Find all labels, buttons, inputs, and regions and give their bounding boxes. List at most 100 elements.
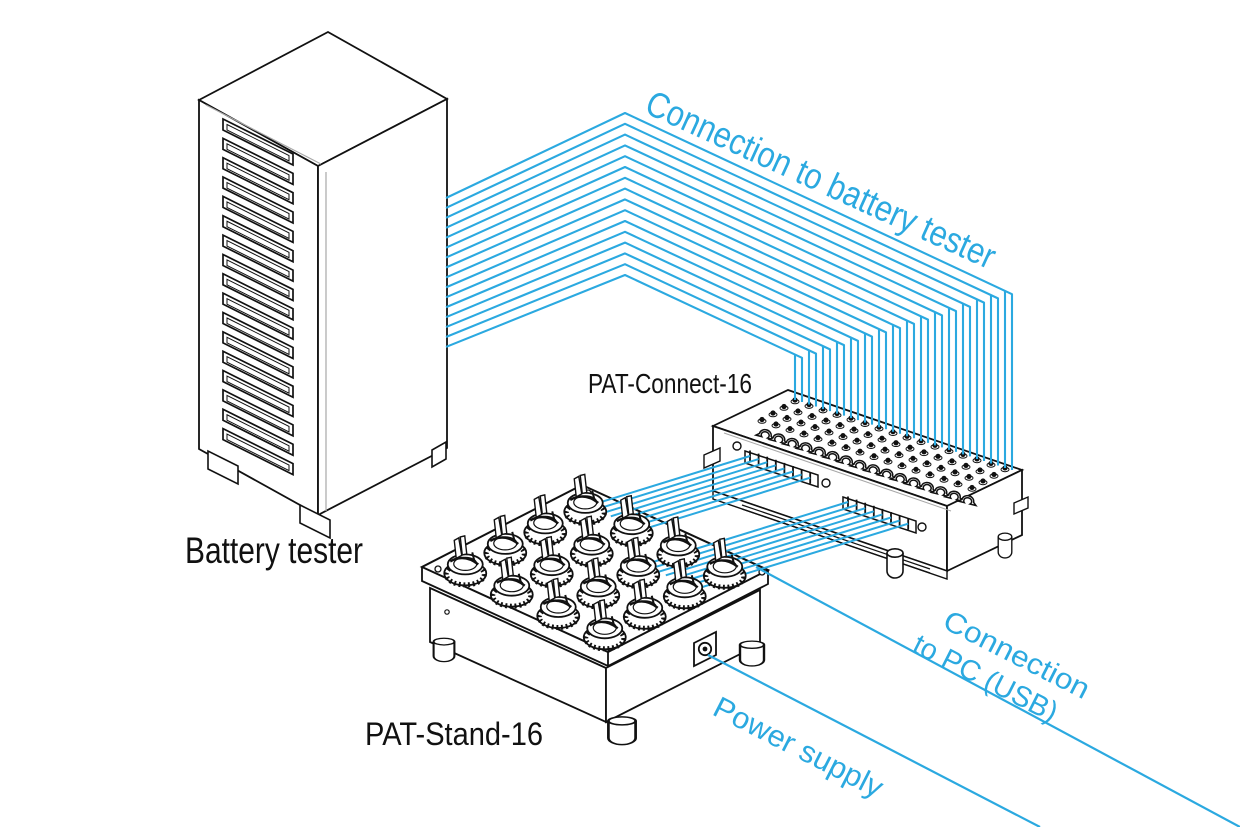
post-cap bbox=[885, 457, 891, 463]
post-cap bbox=[907, 444, 913, 450]
pat-connect-label: PAT-Connect-16 bbox=[588, 368, 752, 399]
post-cap bbox=[773, 421, 779, 427]
rack-slot bbox=[222, 233, 294, 283]
tester-cable bbox=[445, 165, 944, 448]
tester-cable bbox=[445, 263, 818, 407]
post-cap bbox=[924, 460, 930, 466]
rack-slot bbox=[222, 175, 294, 225]
stand-cable bbox=[610, 464, 777, 518]
tester-cable bbox=[445, 241, 846, 416]
tester-cable bbox=[445, 230, 860, 421]
post-cap bbox=[868, 442, 874, 448]
post-cap bbox=[893, 440, 899, 446]
post-cap bbox=[837, 422, 843, 428]
post-cap bbox=[977, 467, 983, 473]
post-cap bbox=[784, 414, 790, 421]
post-cap bbox=[857, 448, 863, 454]
post-cap bbox=[980, 478, 986, 484]
post-cap bbox=[851, 426, 857, 432]
post-cap bbox=[843, 444, 849, 450]
rack-slot bbox=[222, 117, 294, 167]
connect-front-hole bbox=[732, 441, 742, 451]
stand-foot bbox=[738, 639, 766, 668]
post-cap bbox=[854, 437, 860, 443]
connect-left-tab bbox=[703, 446, 721, 470]
post-cap bbox=[787, 425, 793, 432]
rack-slot bbox=[222, 272, 294, 322]
post-cap bbox=[921, 449, 927, 455]
rack-slot-inner bbox=[226, 317, 290, 356]
post-cap bbox=[949, 458, 955, 464]
post-cap bbox=[938, 464, 944, 470]
post-cap bbox=[899, 462, 905, 468]
tester-cable bbox=[445, 198, 902, 434]
post-cap bbox=[781, 403, 787, 410]
rack-slot-inner bbox=[226, 239, 290, 278]
pat-stand-label: PAT-Stand-16 bbox=[365, 716, 543, 752]
post-cap bbox=[871, 453, 877, 459]
post-cap bbox=[770, 410, 776, 416]
post-cap bbox=[952, 469, 958, 475]
usb-cable-line bbox=[755, 566, 1240, 827]
rack-foot-left bbox=[207, 449, 239, 486]
rack-slot-inner bbox=[226, 278, 290, 317]
rack-slot-inner bbox=[226, 259, 290, 298]
rack-slot bbox=[222, 330, 294, 380]
connect-right-face bbox=[946, 468, 1023, 573]
post-cap bbox=[896, 451, 902, 457]
post-cap bbox=[969, 484, 975, 491]
rack-slot-inner bbox=[226, 355, 290, 395]
tester-cable bbox=[445, 209, 888, 430]
connect-front-hole bbox=[917, 522, 927, 532]
post-cap bbox=[966, 473, 972, 480]
rack-slot bbox=[222, 156, 294, 206]
rack-slot bbox=[222, 369, 294, 418]
post-cap bbox=[823, 417, 829, 423]
rack-slot-inner bbox=[226, 433, 290, 472]
post-cap bbox=[829, 439, 835, 445]
connect-front-hole bbox=[821, 478, 831, 488]
tester-cable bbox=[445, 219, 874, 425]
rack-slot-inner bbox=[226, 220, 290, 259]
rack-slot-inner bbox=[226, 375, 290, 414]
rack-right-face bbox=[317, 97, 448, 517]
rack-slot bbox=[222, 349, 294, 399]
rack-slot-inner bbox=[226, 162, 290, 201]
stand-foot bbox=[432, 637, 456, 663]
post-cap bbox=[812, 423, 818, 430]
tester-cable bbox=[445, 273, 804, 402]
stand-cable bbox=[636, 473, 802, 527]
connect-panel-seam bbox=[723, 432, 952, 512]
rack-foot-right bbox=[431, 440, 447, 469]
post-cap bbox=[815, 435, 821, 441]
rack-slot-inner bbox=[226, 394, 290, 433]
power-supply-label: Power supply bbox=[708, 691, 889, 805]
pat-stand-device bbox=[419, 483, 771, 747]
stand-screw bbox=[434, 565, 442, 573]
rack-slot-inner bbox=[226, 143, 290, 182]
tester-cable bbox=[445, 155, 958, 452]
power-cable-line bbox=[707, 654, 1041, 827]
rack-slot bbox=[222, 407, 294, 457]
tester-cable bbox=[445, 144, 972, 457]
cell-holder bbox=[564, 474, 606, 524]
post-cap bbox=[801, 430, 807, 436]
tester-cable bbox=[445, 122, 1000, 466]
post-cap bbox=[865, 431, 871, 437]
connect-binding-posts bbox=[757, 397, 1010, 492]
post-cap bbox=[963, 462, 969, 468]
rack-slot-inner bbox=[226, 181, 290, 220]
rack-slot bbox=[222, 214, 294, 264]
stand-cable bbox=[627, 470, 794, 524]
tester-cable bbox=[445, 187, 916, 439]
stand-foot bbox=[607, 715, 637, 747]
rack-slot bbox=[222, 388, 294, 438]
rack-slot bbox=[222, 195, 294, 244]
power-inlet-connector bbox=[693, 630, 717, 668]
stand-cable bbox=[665, 510, 875, 577]
post-cap bbox=[941, 475, 947, 481]
rack-slot bbox=[222, 427, 294, 476]
post-cap bbox=[826, 428, 832, 434]
post-cap bbox=[879, 435, 885, 441]
